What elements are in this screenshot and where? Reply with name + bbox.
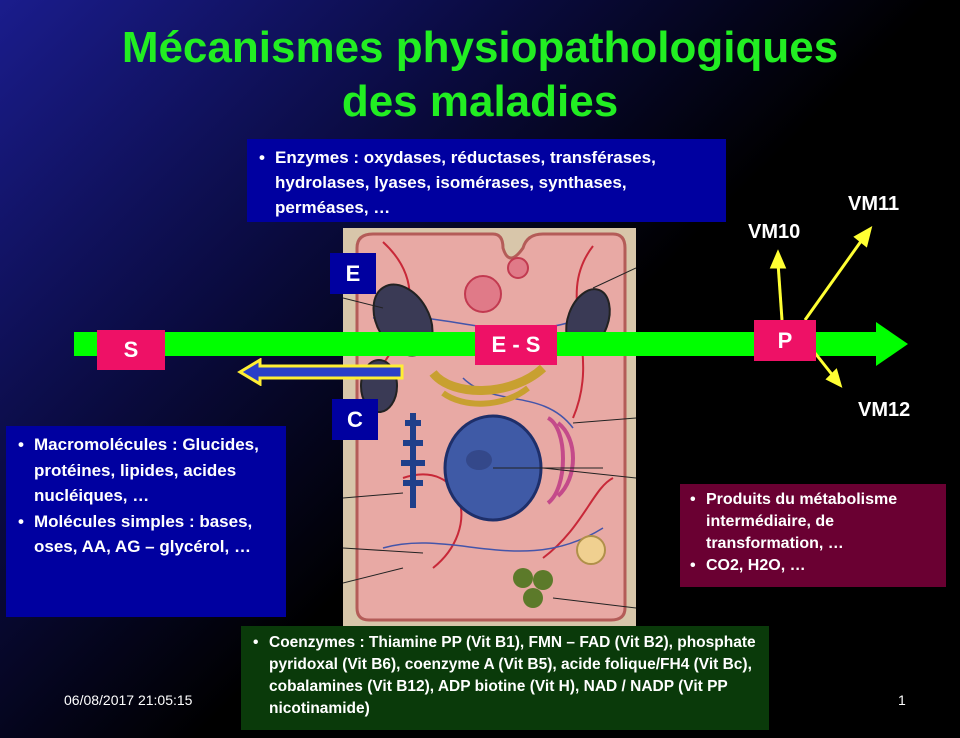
footer-page-number: 1 bbox=[898, 692, 906, 708]
slide-title-line1: Mécanismes physiopathologiques bbox=[121, 23, 839, 72]
products-box: Produits du métabolisme intermédiaire, d… bbox=[680, 484, 946, 587]
label-c: C bbox=[332, 399, 378, 440]
label-vm10: VM10 bbox=[748, 221, 801, 243]
label-vm12: VM12 bbox=[858, 399, 911, 421]
products-item-metabolism: Produits du métabolisme intermédiaire, d… bbox=[688, 489, 938, 555]
coenzymes-text: Coenzymes : Thiamine PP (Vit B1), FMN – … bbox=[251, 632, 759, 720]
vm-arrows bbox=[769, 225, 873, 388]
enzymes-box: Enzymes : oxydases, réductases, transfér… bbox=[247, 139, 726, 222]
cell-illustration bbox=[343, 228, 636, 628]
label-e: E bbox=[330, 253, 376, 294]
products-item-co2: CO2, H2O, … bbox=[688, 555, 938, 577]
footer-date: 06/08/2017 21:05:15 bbox=[64, 692, 193, 708]
label-p: P bbox=[754, 320, 816, 361]
substrates-item-macromolecules: Macromolécules : Glucides, protéines, li… bbox=[16, 432, 276, 509]
enzymes-text: Enzymes : oxydases, réductases, transfér… bbox=[257, 145, 716, 220]
substrates-box: Macromolécules : Glucides, protéines, li… bbox=[6, 426, 286, 617]
reverse-arrow bbox=[237, 358, 404, 386]
slide-title-line2: des maladies bbox=[341, 77, 619, 126]
coenzymes-box: Coenzymes : Thiamine PP (Vit B1), FMN – … bbox=[241, 626, 769, 730]
label-vm11: VM11 bbox=[848, 193, 900, 215]
label-e-s: E - S bbox=[475, 325, 557, 365]
substrates-item-simple-molecules: Molécules simples : bases, oses, AA, AG … bbox=[16, 509, 276, 560]
label-s: S bbox=[97, 330, 165, 370]
